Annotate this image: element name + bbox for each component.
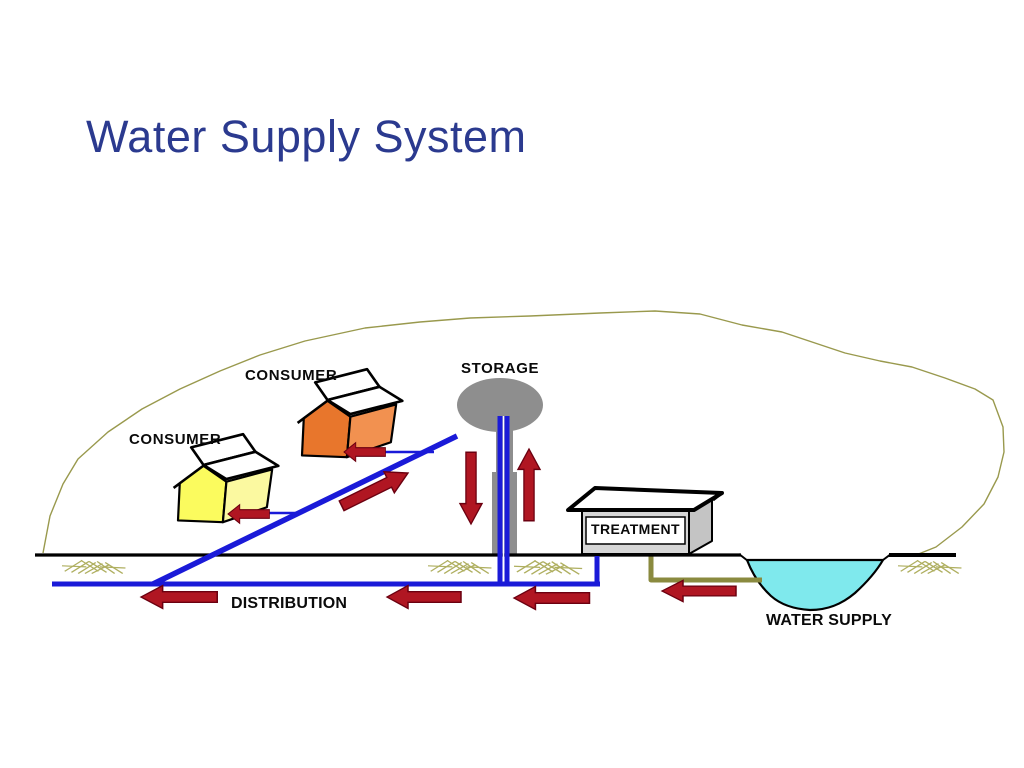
ground-hatch-3 bbox=[513, 559, 583, 576]
slide-title: Water Supply System bbox=[86, 111, 527, 162]
ground-hatch-1 bbox=[61, 559, 127, 575]
flow-arrow-storage-up bbox=[517, 448, 541, 522]
label-distribution: DISTRIBUTION bbox=[231, 595, 348, 612]
label-storage: STORAGE bbox=[461, 360, 540, 377]
flow-arrow-intake bbox=[661, 579, 737, 603]
flow-arrow-storage-down bbox=[459, 451, 483, 525]
label-treatment: TREATMENT bbox=[591, 521, 680, 537]
flow-arrow-distribution-3 bbox=[513, 585, 591, 611]
ground-hatch-2 bbox=[427, 559, 493, 575]
flow-arrow-distribution-2 bbox=[386, 584, 462, 610]
terrain-outline bbox=[42, 310, 1005, 556]
label-consumer-upper: CONSUMER bbox=[245, 367, 338, 384]
ground-hatch-4 bbox=[897, 559, 963, 575]
pipe-network bbox=[52, 416, 600, 587]
treatment-building bbox=[566, 486, 724, 555]
flow-arrow-distribution-1 bbox=[140, 584, 218, 610]
label-water-supply: WATER SUPPLY bbox=[766, 612, 892, 629]
treatment-label-box bbox=[585, 516, 686, 545]
supply-diagonal-pipe bbox=[151, 433, 459, 587]
raw-water-pipe bbox=[648, 556, 762, 583]
label-consumer-lower: CONSUMER bbox=[129, 431, 222, 448]
